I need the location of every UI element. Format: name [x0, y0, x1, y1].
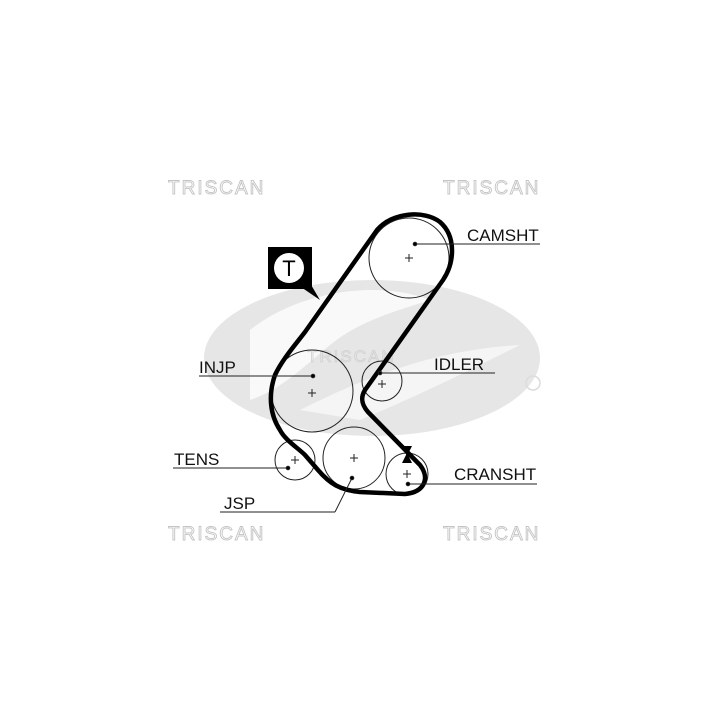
label-camshaft: CAMSHT [467, 226, 539, 245]
label-injection-pump: INJP [199, 358, 236, 377]
watermark-center: TRISCAN [307, 347, 396, 366]
watermark-bottom-left: TRISCAN [168, 524, 265, 545]
watermark-top-right: TRISCAN [443, 178, 540, 199]
watermark-bottom-right: TRISCAN [443, 524, 540, 545]
camshaft-pulley [368, 217, 450, 299]
tensioner-badge-letter: T [282, 256, 295, 281]
label-idler: IDLER [434, 355, 484, 374]
tensioner-badge: T [268, 247, 320, 300]
timing-belt [268, 212, 455, 497]
pulley-centers [291, 254, 413, 478]
leader-lines [173, 241, 540, 513]
label-crankshaft: CRANSHT [454, 465, 536, 484]
watermark-top-left: TRISCAN [168, 178, 265, 199]
idler-pulley [361, 360, 403, 402]
tensioner-pulley [274, 439, 316, 481]
rotation-direction-arrow [402, 446, 412, 463]
label-tensioner: TENS [174, 450, 219, 469]
label-jack-shaft: JSP [224, 494, 255, 513]
registered-icon [525, 375, 541, 391]
gates-logo-watermark [204, 280, 541, 436]
